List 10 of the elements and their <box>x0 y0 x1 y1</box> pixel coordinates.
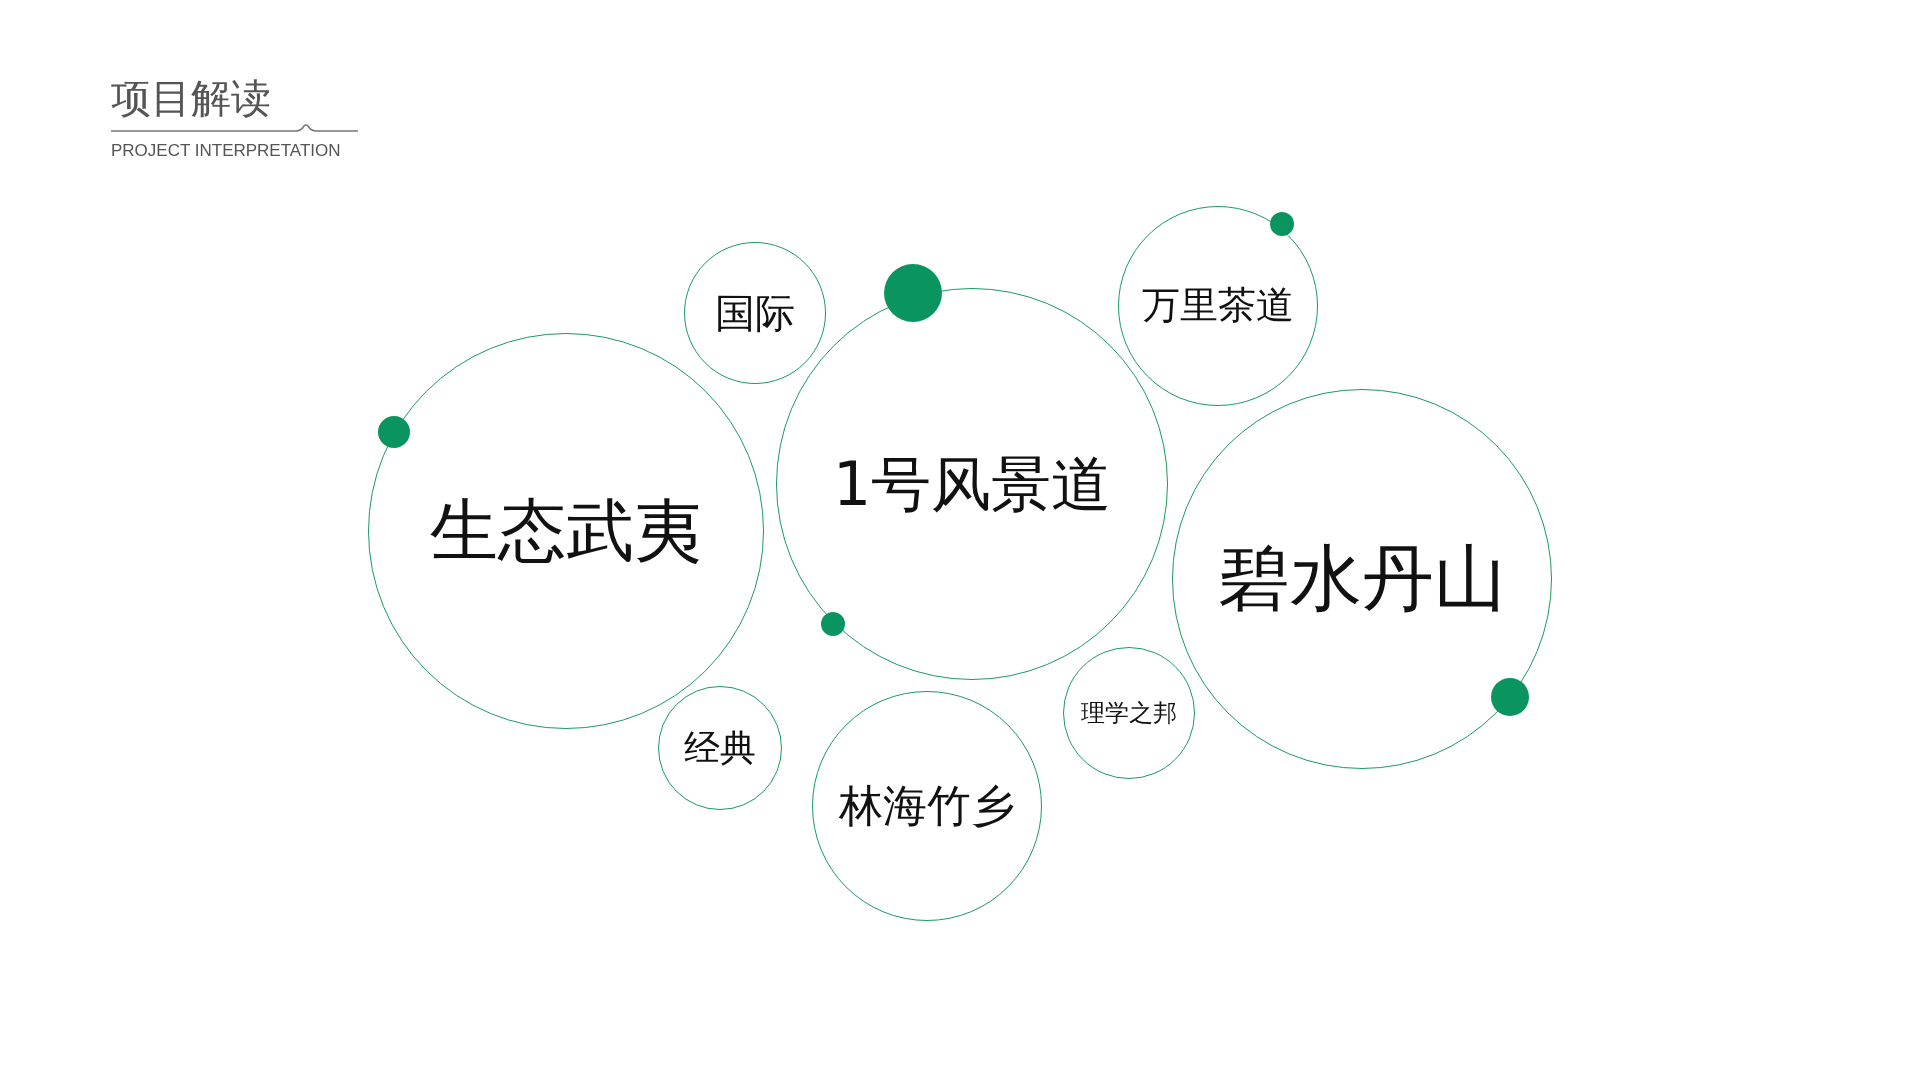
topic-label: 万里茶道 <box>1142 285 1294 327</box>
topic-label: 经典 <box>684 728 756 768</box>
topic-label: 1号风景道 <box>832 451 1112 517</box>
topic-label: 林海竹乡 <box>839 781 1015 831</box>
subtitle: PROJECT INTERPRETATION <box>111 142 341 161</box>
topic-label: 生态武夷 <box>430 493 702 569</box>
topic-label: 碧水丹山 <box>1218 539 1506 619</box>
topic-label: 国际 <box>715 291 795 335</box>
page-title: 项目解读 <box>111 76 271 120</box>
topic-label: 理学之邦 <box>1081 699 1177 727</box>
